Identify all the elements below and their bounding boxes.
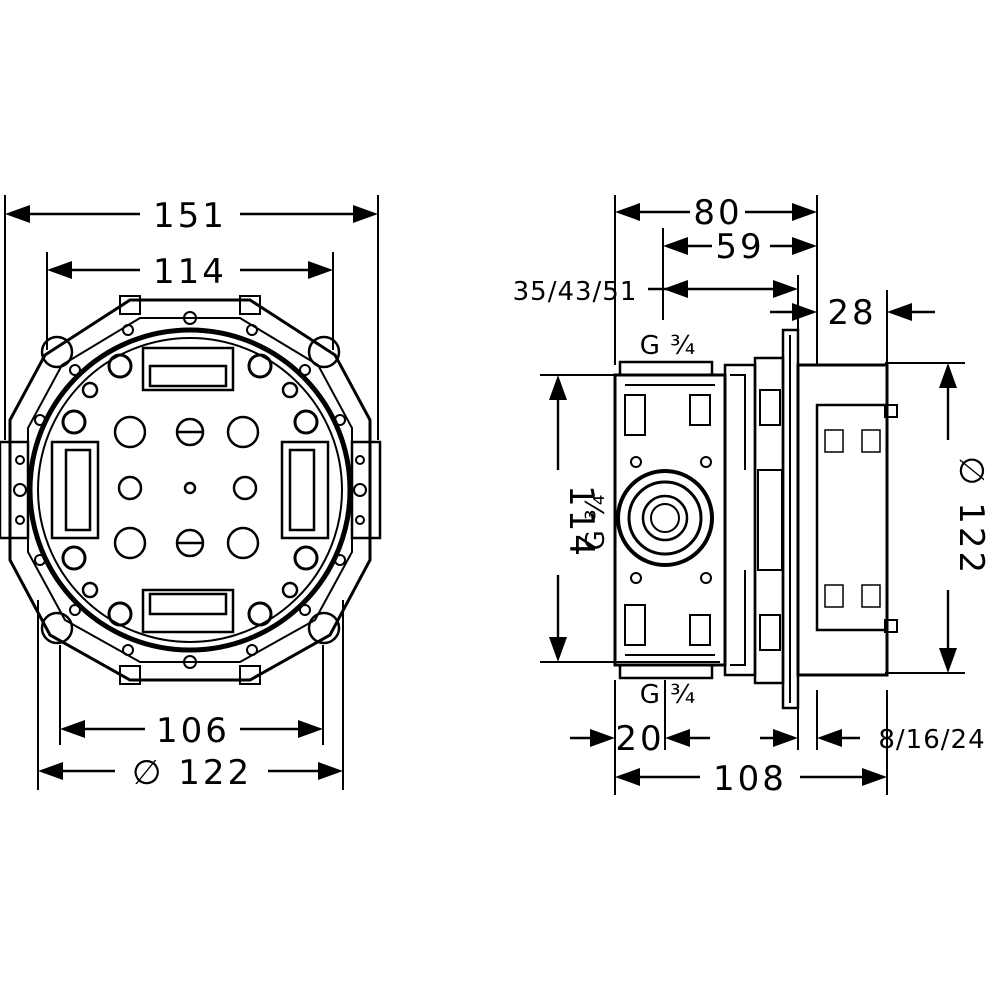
dimension-106-label: 106 (156, 711, 230, 751)
dimension-diameter-122-front: ∅ 122 (38, 753, 343, 793)
dimension-28-label: 28 (827, 293, 876, 333)
front-extension-lines (4, 195, 379, 790)
dimension-114-side: 114 (549, 375, 601, 662)
dimension-59: 59 (663, 227, 817, 267)
valve-body (613, 360, 727, 680)
main-ring (27, 327, 353, 653)
dimension-80: 80 (615, 193, 817, 233)
knockout-holes (113, 415, 260, 560)
dimension-diameter-122-side: ∅ 122 (939, 363, 991, 673)
thread-label-top: G ¾ (640, 331, 697, 361)
dimension-35-43-51-label: 35/43/51 (513, 277, 638, 307)
dimension-106: 106 (60, 711, 323, 751)
dimension-80-label: 80 (693, 193, 742, 233)
inner-screws (61, 353, 319, 627)
inner-brackets (50, 346, 330, 634)
side-extension-lines (540, 195, 965, 795)
dimension-20: 20 (570, 719, 710, 759)
inlet-port (616, 469, 714, 567)
dimension-114-front: 114 (47, 252, 333, 292)
dimension-8-16-24: 8/16/24 (760, 725, 985, 755)
cover-box (796, 363, 898, 677)
dimension-108: 108 (615, 759, 887, 799)
side-view: 80 59 35/43/51 28 (513, 193, 991, 799)
octagonal-housing (0, 295, 382, 685)
thread-label-bottom: G ¾ (640, 680, 697, 710)
dimension-114-side-label: 114 (561, 485, 601, 559)
dimension-diameter-122-side-label: ∅ 122 (951, 456, 991, 576)
dimension-59-label: 59 (715, 227, 764, 267)
dimension-8-16-24-label: 8/16/24 (878, 725, 985, 755)
dimension-35-43-51: 35/43/51 (513, 275, 799, 330)
front-view: 151 114 106 ∅ 122 (0, 195, 382, 793)
dimension-108-label: 108 (713, 759, 787, 799)
dimension-151: 151 (5, 196, 378, 236)
dimension-151-label: 151 (153, 196, 227, 236)
dimension-20-label: 20 (615, 719, 664, 759)
dimension-114-front-label: 114 (153, 252, 227, 292)
dimension-diameter-122-front-label: ∅ 122 (132, 753, 252, 793)
housing-flange (723, 328, 800, 710)
thread-label-middle: G ¾ (581, 494, 611, 551)
dimension-28: 28 (770, 293, 935, 333)
